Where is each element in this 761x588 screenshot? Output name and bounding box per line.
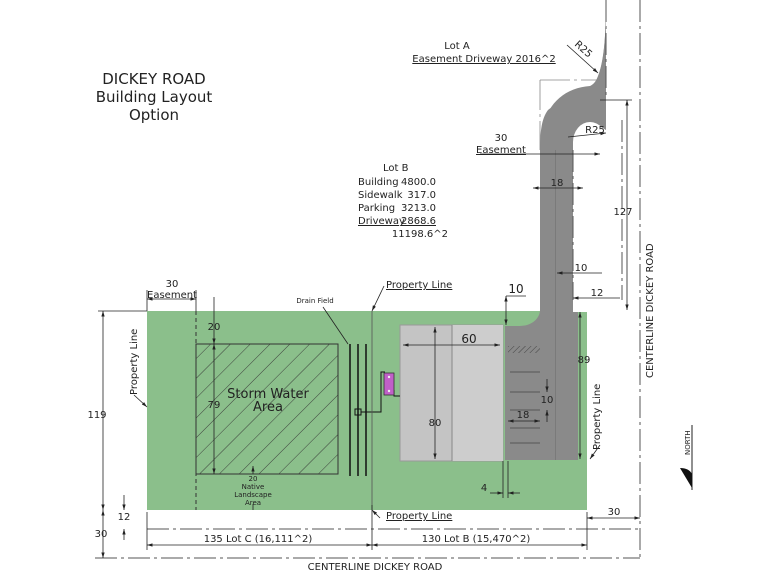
row-value: 317.0: [407, 190, 436, 201]
row-name: Building: [358, 177, 399, 188]
lot-b-total: 11198.6^2: [392, 229, 448, 240]
property-line-label-left: Property Line: [129, 329, 140, 395]
lot-b-area-table: Lot B Building 4800.0 Sidewalk 317.0 Par…: [358, 163, 448, 240]
building: [399, 324, 504, 462]
septic-tank: [383, 372, 395, 396]
native-label-1: Native: [242, 483, 265, 491]
title-block: DICKEY ROAD Building Layout Option: [96, 70, 213, 124]
title-line2: Building Layout: [96, 88, 213, 106]
lot-b-heading: Lot B: [383, 163, 409, 174]
dim-bottom-setback: 12: [118, 512, 131, 523]
dim-easement-top: 30: [495, 133, 508, 144]
dim-road-offset: 12: [591, 288, 604, 299]
drain-field-label: Drain Field: [296, 297, 333, 305]
dim-driveway-width: 18: [551, 178, 564, 189]
dim-bottom-road: 30: [95, 529, 108, 540]
drain-field: [349, 344, 400, 476]
storm-water-area: [195, 343, 339, 475]
row-name: Driveway: [358, 216, 405, 227]
row-value: 4800.0: [401, 177, 436, 188]
property-line-label-bottom: Property Line: [386, 511, 452, 522]
dim-parking-depth: 89: [578, 355, 591, 366]
property-line-label-top: Property Line: [386, 280, 452, 291]
dim-building-depth: 80: [429, 418, 442, 429]
easement-label-left: Easement: [147, 290, 197, 301]
dim-native-depth: 20: [249, 475, 258, 483]
storm-water-label-1: Storm Water: [227, 387, 309, 402]
row-name: Sidewalk: [358, 190, 403, 201]
row-name: Parking: [358, 203, 395, 214]
dim-storm-top: 20: [208, 322, 221, 333]
dim-lot-c: 135 Lot C (16,111^2): [204, 534, 313, 545]
title-line3: Option: [129, 106, 179, 124]
dim-storm-height: 79: [208, 400, 221, 411]
title-line1: DICKEY ROAD: [102, 70, 205, 88]
dim-r25-inner: R25: [585, 125, 605, 136]
native-label-2: Landscape: [234, 491, 272, 499]
easement-label-top: Easement: [476, 145, 526, 156]
north-label: NORTH: [684, 430, 692, 455]
centerline-right-label: CENTERLINE DICKEY ROAD: [645, 243, 656, 378]
dim-r25-top: R25: [572, 39, 594, 60]
dim-stall-length: 18: [517, 410, 530, 421]
storm-water-label-2: Area: [253, 400, 283, 415]
dim-lot-depth: 119: [87, 410, 106, 421]
property-line-label-right: Property Line: [592, 384, 603, 450]
dim-sidewalk: 4: [481, 483, 487, 494]
dim-right-road: 30: [608, 507, 621, 518]
row-value: 2868.6: [401, 216, 436, 227]
dim-driveway-offset: 10: [575, 263, 588, 274]
lot-a-label: Lot A: [444, 41, 470, 52]
dim-lot-b: 130 Lot B (15,470^2): [422, 534, 531, 545]
centerline-bottom-label: CENTERLINE DICKEY ROAD: [308, 562, 443, 573]
dim-stall-width: 10: [541, 395, 554, 406]
dim-building-width: 60: [461, 332, 476, 346]
dim-driveway-length: 127: [613, 207, 632, 218]
dim-easement-left: 30: [166, 279, 179, 290]
dim-building-setback: 10: [508, 282, 523, 296]
row-value: 3213.0: [401, 203, 436, 214]
native-label-3: Area: [245, 499, 261, 507]
driveway-pavement: [505, 0, 607, 460]
lot-a-easement-driveway: Easement Driveway 2016^2: [412, 54, 555, 65]
north-arrow-icon: [680, 425, 693, 490]
